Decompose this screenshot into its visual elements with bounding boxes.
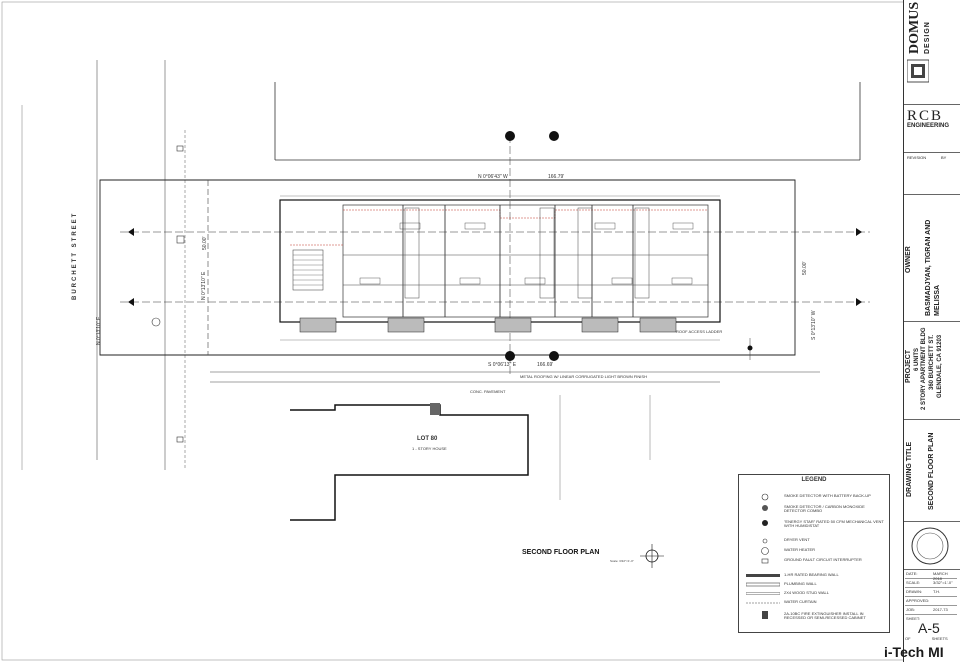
legend-item: GROUND FAULT CIRCUIT INTERRUPTER [742, 557, 886, 567]
lot-name: LOT 80 [417, 436, 438, 442]
drawing-title-label: DRAWING TITLE [906, 441, 913, 497]
bearing-west: N 0°13'10" E [201, 271, 207, 300]
domus-logo [907, 59, 929, 83]
firm-name: DOMUS [907, 1, 922, 54]
bearing-east: S 0°13'10" W [811, 310, 817, 340]
firm-cell [904, 0, 960, 105]
engineer-sub: ENGINEERING [907, 123, 950, 129]
stamp-cell [904, 521, 960, 570]
legend-item-label: WATER HEATER [784, 547, 816, 552]
date-label: DATE: [906, 571, 918, 576]
legend-item-label: 2A-10BC FIRE EXTINGUISHER INSTALL IN REC… [784, 611, 866, 620]
engineer-stamp [911, 527, 949, 565]
neighbor-lot: LOT 80 1 - STORY HOUSE [290, 395, 651, 521]
bearing-west-length: 50.00' [202, 236, 208, 250]
engineer-cell [904, 104, 960, 153]
legend-item-label: "ENERGY STAR" RATED 50 CFM MECHANICAL VE… [784, 519, 884, 528]
street-bearing: N 0°13'10" E [96, 316, 102, 345]
vent-icon [762, 520, 768, 526]
legend-item: 2X4 WOOD STUD WALL [742, 590, 886, 600]
sheet-of: OF SHEETS [905, 636, 948, 641]
stud-wall-icon [746, 592, 780, 595]
conc-pavement-label: CONC. PAVEMENT [470, 389, 506, 394]
legend-item-label: WATER CURTAIN [784, 599, 817, 604]
legend-item-label: SMOKE DETECTOR / CARBON MONOXIDE DETECTO… [784, 504, 865, 513]
bearing-wall-icon [746, 574, 780, 577]
legend-title: LEGEND [801, 477, 827, 483]
legend-item: 2A-10BC FIRE EXTINGUISHER INSTALL IN REC… [742, 611, 886, 627]
legend-item: "ENERGY STAR" RATED 50 CFM MECHANICAL VE… [742, 519, 886, 529]
dryer-vent-icon [762, 538, 768, 544]
engineer-block: RCB ENGINEERING [907, 108, 957, 152]
lot-sub: 1 - STORY HOUSE [412, 446, 447, 451]
bearing-north-length: 166.79' [548, 174, 564, 180]
firm-sub: DESIGN [924, 21, 931, 54]
project-line3: 360 BURCHETT ST. [929, 334, 935, 390]
revision-cell [904, 152, 960, 195]
legend-item: WATER CURTAIN [742, 599, 886, 609]
sheets-label: SHEETS [931, 636, 948, 641]
legend-item-label: 1-HR RATED BEARING WALL [784, 572, 839, 577]
building-footprint [279, 195, 721, 341]
project-line2: 2 STORY APARTMENT BLDG [921, 327, 927, 410]
legend-item-label: 2X4 WOOD STUD WALL [784, 590, 829, 595]
bearing-south-length: 166.69' [537, 362, 553, 368]
legend-item-label: PLUMBING WALL [784, 581, 817, 586]
approved-label: APPROVED: [906, 598, 930, 603]
date-value: MARCH 2018 [933, 571, 948, 581]
project-line4: GLENDALE, CA 91203 [937, 334, 943, 398]
legend-item: WATER HEATER [742, 547, 886, 557]
drawing-caption: SECOND FLOOR PLAN [522, 549, 600, 556]
project-line1: 6 UNITS [914, 347, 920, 371]
bearing-north: N 0°06'43" W [478, 174, 508, 180]
legend-item: 1-HR RATED BEARING WALL [742, 572, 886, 582]
roof-access-note: ROOF ACCESS LADDER [676, 329, 722, 334]
legend-item: SMOKE DETECTOR / CARBON MONOXIDE DETECTO… [742, 504, 886, 514]
bearing-east-length: 50.00' [802, 261, 808, 275]
drawn-value: T.H. [933, 589, 941, 594]
water-heater-icon [761, 547, 769, 555]
sheet-info: DATE: MARCH 2018 SCALE: 3/32"=1'-0" DRAWN:… [905, 570, 957, 623]
legend: LEGEND SMOKE DETECTOR WITH BATTERY BACK-… [738, 474, 890, 633]
fire-extinguisher-icon [762, 611, 768, 619]
of-label: OF [905, 636, 911, 641]
drawn-label: DRAWN: [906, 589, 923, 594]
project-label: PROJECT [905, 349, 912, 383]
owner-name: BASMADJYAN, TIGRAN AND MELISSA [925, 219, 941, 316]
metal-roofing-note: METAL ROOFING W/ LINEAR CORRUGATED LIGHT… [520, 374, 647, 379]
street-name: BURCHETT STREET [72, 212, 78, 300]
smoke-detector-icon [761, 493, 769, 501]
legend-item-label: GROUND FAULT CIRCUIT INTERRUPTER [784, 557, 862, 562]
legend-item-label: SMOKE DETECTOR WITH BATTERY BACK-UP [784, 493, 871, 498]
bearing-south: S 0°06'13" E [488, 362, 517, 368]
owner-cell [904, 194, 960, 322]
revision-label: REVISION [907, 155, 927, 160]
drawing-caption-scale: Scale: 3/32"=1'-0" [610, 559, 634, 563]
gfci-icon [761, 558, 769, 564]
drawing-title: SECOND FLOOR PLAN [928, 432, 935, 510]
revision-by-label: BY [941, 155, 947, 160]
owner-label: OWNER [905, 246, 912, 273]
revision-header: REVISION BY [905, 153, 957, 163]
sheet-label: SHEET: [906, 616, 921, 621]
legend-item-label: DRYER VENT [784, 537, 810, 542]
job-value: 2017-73 [933, 607, 948, 612]
scale-label: SCALE: [906, 580, 921, 585]
scale-value: 3/32"=1'-0" [933, 580, 953, 585]
watermark: i-Tech MI [884, 644, 944, 660]
plumbing-wall-icon [746, 582, 780, 587]
sheet-number: A-5 [918, 620, 940, 636]
engineer-name: RCB [907, 108, 944, 124]
co-detector-icon [762, 505, 768, 511]
drawing-title-cell [904, 419, 960, 522]
legend-item: PLUMBING WALL [742, 581, 886, 591]
legend-item: DRYER VENT [742, 537, 886, 547]
job-label: JOB: [906, 607, 915, 612]
water-curtain-icon [746, 602, 780, 604]
legend-item: SMOKE DETECTOR WITH BATTERY BACK-UP [742, 493, 886, 503]
project-cell [904, 321, 960, 420]
